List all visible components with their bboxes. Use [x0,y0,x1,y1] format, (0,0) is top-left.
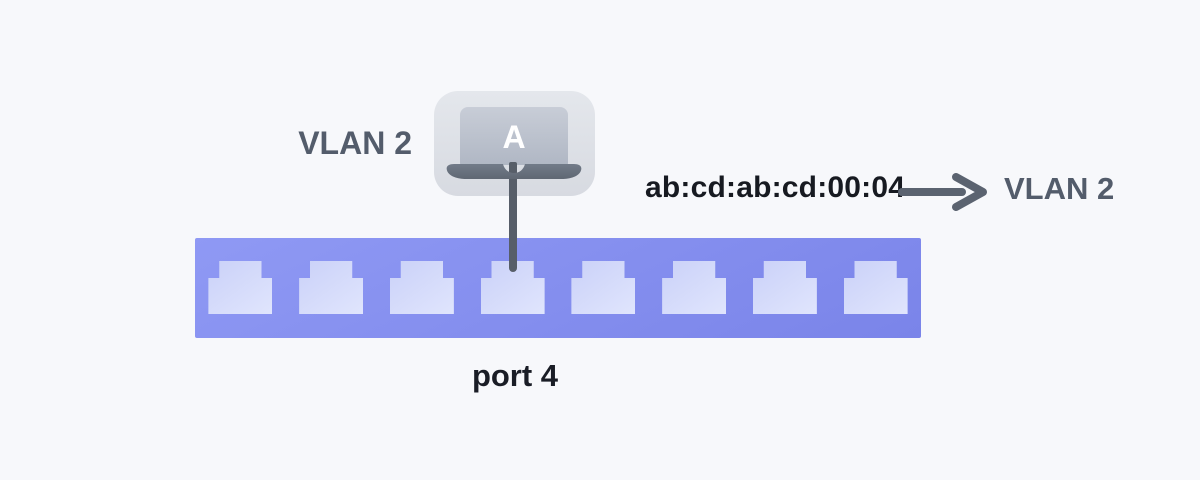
laptop-base-icon [446,164,582,179]
switch-port [843,261,908,314]
switch-port-slot-6 [649,238,740,338]
right-arrow-icon [898,173,987,211]
switch-port-slot-3 [377,238,468,338]
switch-port-slot-8 [830,238,921,338]
switch-port [389,261,454,314]
switch-port-slot-1 [195,238,286,338]
switch-port [662,261,727,314]
switch-port [299,261,364,314]
network-switch [195,238,921,338]
ethernet-cable [509,162,517,272]
switch-port [571,261,636,314]
device-letter: A [502,119,526,155]
laptop-screen: A [460,107,568,165]
switch-port-slot-5 [558,238,649,338]
port-label: port 4 [471,358,559,393]
switch-port-slot-7 [740,238,831,338]
switch-ports [195,238,921,338]
device-vlan-label: VLAN 2 [298,125,412,161]
switch-port [208,261,273,314]
switch-port [752,261,817,314]
mapped-vlan-label: VLAN 2 [1004,171,1115,206]
mac-address-label: ab:cd:ab:cd:00:04 [645,171,906,204]
switch-port-slot-2 [286,238,377,338]
